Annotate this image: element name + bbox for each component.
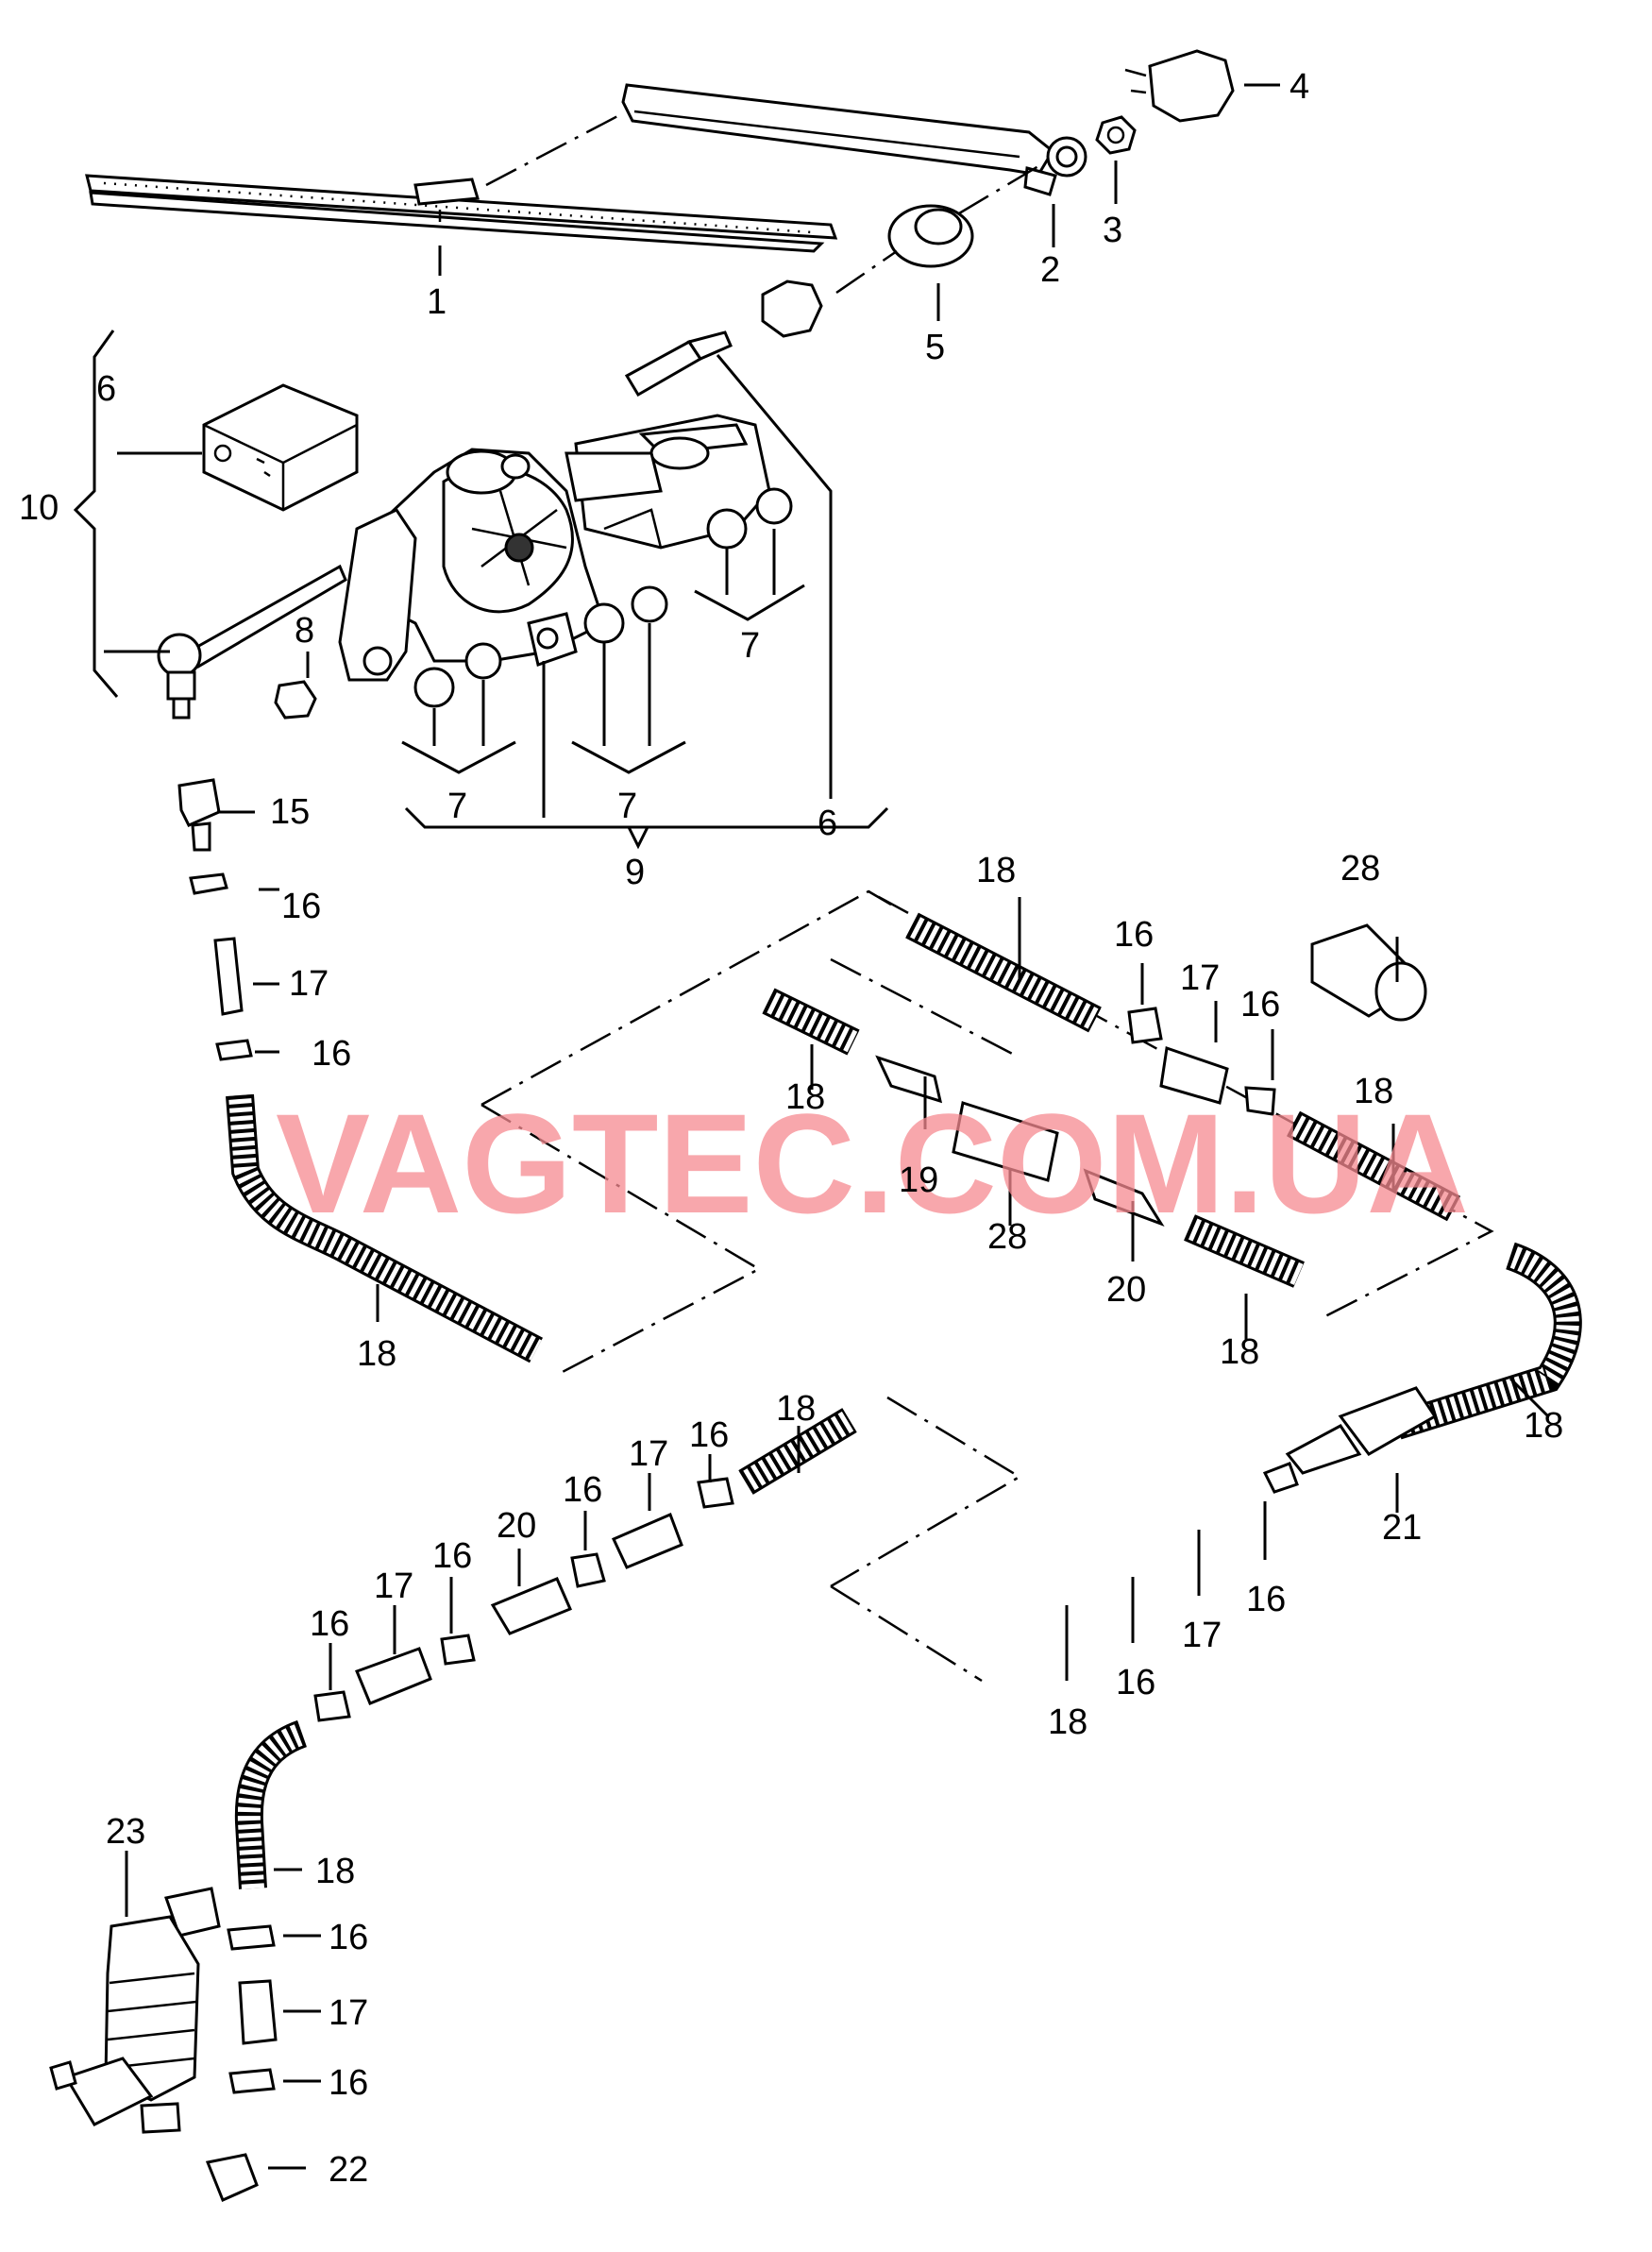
callout-16d: 16 xyxy=(1240,985,1280,1024)
wiper-blade xyxy=(85,174,838,253)
callout-16g: 16 xyxy=(689,1415,729,1455)
callout-16k: 16 xyxy=(329,1918,368,1957)
callout-7c: 7 xyxy=(617,787,637,826)
callout-labels: 1 2 3 4 5 6 6 10 8 7 7 7 9 15 16 17 16 1… xyxy=(19,67,1563,2190)
callout-18h: 18 xyxy=(776,1389,816,1429)
callout-17c: 17 xyxy=(1182,1616,1222,1655)
left-hose-assembly xyxy=(189,872,544,1363)
callout-16l: 16 xyxy=(329,2063,368,2103)
callout-7a: 7 xyxy=(740,626,760,666)
rubber-bumpers xyxy=(413,487,793,708)
wiper-motor xyxy=(338,414,771,706)
washer-pump xyxy=(49,1887,221,2134)
leader-lines-motor xyxy=(73,330,889,850)
watermark: VAGTEC.COM.UA xyxy=(276,1084,1469,1243)
callout-17b: 17 xyxy=(1180,958,1220,998)
callout-17d: 17 xyxy=(629,1434,668,1474)
callout-16j: 16 xyxy=(310,1604,349,1644)
detail-frame-lower xyxy=(830,1396,1022,1683)
wiper-arm xyxy=(621,83,1087,196)
callout-16f: 16 xyxy=(1116,1663,1155,1702)
callout-6b: 6 xyxy=(818,804,837,843)
callout-8: 8 xyxy=(295,611,314,651)
callout-17e: 17 xyxy=(374,1566,413,1606)
callout-17a: 17 xyxy=(289,964,329,1004)
callout-9: 9 xyxy=(625,853,645,892)
callout-18f: 18 xyxy=(1524,1406,1563,1446)
callout-18a: 18 xyxy=(357,1334,396,1374)
callout-18g: 18 xyxy=(1048,1702,1087,1742)
callout-1: 1 xyxy=(427,282,447,322)
callout-18b: 18 xyxy=(976,851,1016,890)
nut xyxy=(1095,115,1137,155)
callout-2: 2 xyxy=(1040,250,1060,290)
callout-18c: 18 xyxy=(1354,1072,1393,1111)
callout-20b: 20 xyxy=(497,1506,536,1546)
callout-16e: 16 xyxy=(1246,1580,1286,1619)
leader-lines xyxy=(125,83,1550,2170)
callout-21: 21 xyxy=(1382,1508,1422,1548)
lower-hose-assembly xyxy=(205,1408,857,2203)
grommet xyxy=(761,204,974,338)
control-unit xyxy=(202,383,359,512)
callout-23: 23 xyxy=(106,1812,145,1852)
upper-hose-group xyxy=(762,912,1461,1288)
callout-18i: 18 xyxy=(315,1852,355,1891)
shaft xyxy=(624,330,733,398)
callout-20a: 20 xyxy=(1106,1270,1146,1310)
callout-19: 19 xyxy=(899,1160,938,1200)
callout-28a: 28 xyxy=(1340,849,1380,889)
callout-3: 3 xyxy=(1103,211,1122,250)
callout-18d: 18 xyxy=(785,1077,825,1117)
callout-16b: 16 xyxy=(312,1034,351,1074)
callout-4: 4 xyxy=(1290,67,1309,107)
callout-18e: 18 xyxy=(1220,1332,1259,1372)
callout-16c: 16 xyxy=(1114,915,1154,955)
callout-16a: 16 xyxy=(281,887,321,926)
callout-7b: 7 xyxy=(447,787,467,826)
callout-16h: 16 xyxy=(563,1470,602,1510)
callout-22: 22 xyxy=(329,2150,368,2190)
callout-16i: 16 xyxy=(432,1536,472,1576)
callout-10: 10 xyxy=(19,488,59,528)
callout-28b: 28 xyxy=(987,1217,1027,1257)
callout-5: 5 xyxy=(925,328,945,367)
callout-15: 15 xyxy=(270,792,310,832)
cap xyxy=(1124,49,1235,123)
right-hose-curve xyxy=(1262,1242,1582,1494)
callout-17f: 17 xyxy=(329,1993,368,2033)
spray-jet-holder xyxy=(157,564,347,852)
callout-6a: 6 xyxy=(96,369,116,409)
